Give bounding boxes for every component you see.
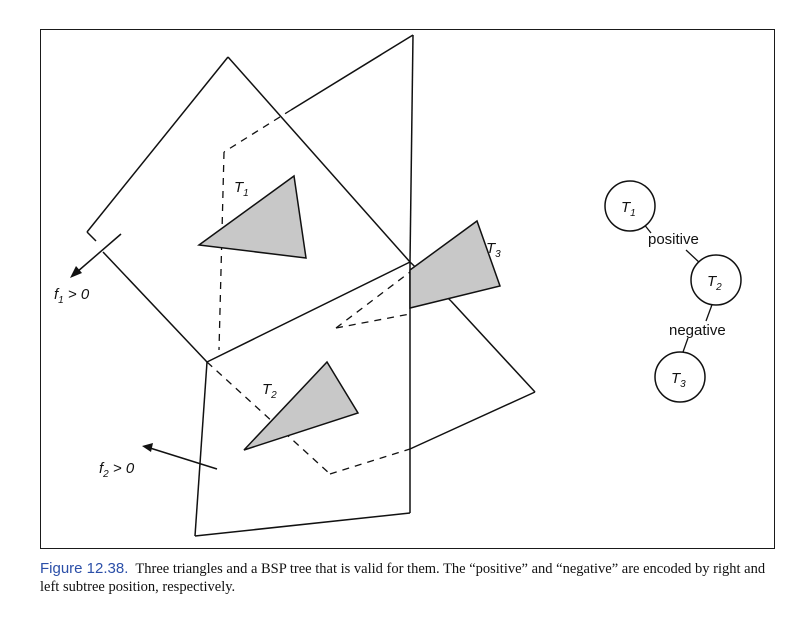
plane-2 (194, 34, 536, 537)
tree-node-label-t1: T1 (621, 199, 636, 219)
figure-caption: Figure 12.38. Three triangles and a BSP … (40, 560, 780, 596)
label-f2: f2 > 0 (99, 460, 135, 480)
triangle-t3 (409, 219, 501, 309)
caption-label: Figure 12.38. (40, 560, 129, 577)
label-t3: T3 (486, 240, 501, 260)
triangle-t1 (197, 174, 307, 259)
tree-node-t3 (654, 351, 706, 403)
normal-arrow-f2 (142, 443, 218, 470)
normal-arrow-f1 (70, 233, 122, 278)
tree-edge-t2-t3-lower (682, 337, 689, 353)
tree-edge-label-negative: negative (669, 322, 726, 339)
bsp-tree: positive negative T1 T2 T3 (604, 180, 742, 403)
tree-node-label-t2: T2 (707, 273, 722, 293)
tree-node-t1 (604, 180, 656, 232)
label-t2: T2 (262, 381, 277, 401)
hidden-edges (206, 109, 411, 475)
tree-node-t2 (690, 254, 742, 306)
tree-edge-label-positive: positive (648, 231, 699, 248)
caption-text: Three triangles and a BSP tree that is v… (40, 561, 766, 595)
triangle-t2 (243, 360, 360, 451)
tree-node-label-t3: T3 (671, 370, 686, 390)
label-t1: T1 (234, 179, 249, 199)
figure-frame (40, 29, 775, 549)
plane-1 (86, 56, 411, 363)
bsp-figure: T1 T2 T3 f1 > 0 f2 > 0 positive negative… (54, 34, 742, 537)
label-f1: f1 > 0 (54, 286, 90, 306)
